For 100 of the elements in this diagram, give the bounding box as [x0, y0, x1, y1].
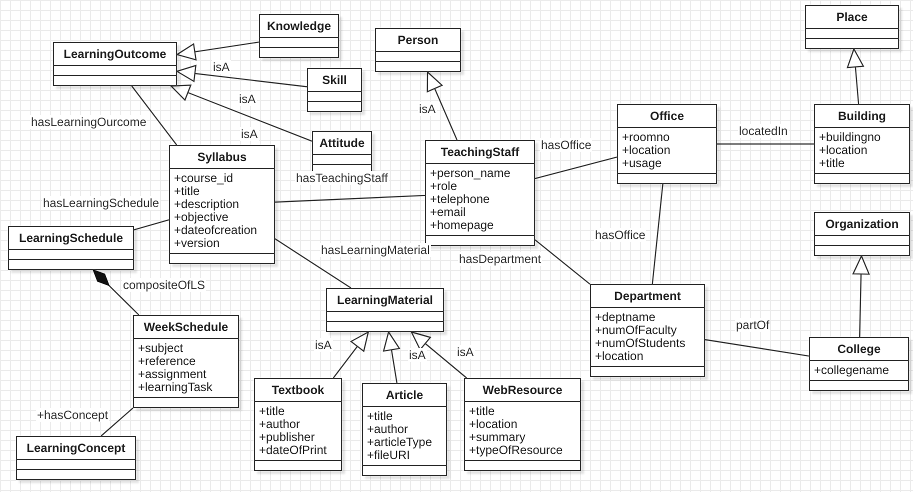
class-box [590, 284, 705, 377]
edge-label: hasOffice [540, 138, 592, 152]
attribute-text: +objective [174, 211, 228, 224]
class-box [805, 5, 899, 49]
attribute-text: +roomno [622, 131, 671, 144]
attribute-text: +author [367, 423, 410, 436]
class-box [809, 337, 909, 391]
class-box [617, 104, 717, 184]
edge-label: partOf [735, 318, 770, 332]
attribute-text: +title [819, 157, 846, 170]
attribute-text: +numOfStudents [595, 337, 686, 350]
attribute-text: +email [430, 206, 466, 219]
association-line [274, 194, 426, 203]
association-line [131, 86, 178, 146]
class-box [254, 378, 342, 471]
class-box [326, 288, 444, 332]
class-name: Attitude [313, 132, 371, 155]
attribute-text: +person_name [430, 167, 512, 180]
edge-label: hasLearningMaterial [320, 243, 431, 257]
class-box [814, 104, 910, 184]
attribute-text: +usage [622, 157, 663, 170]
attribute-text: +version [174, 237, 221, 250]
generalization-arrow [332, 331, 369, 378]
generalization-arrow [846, 48, 864, 104]
class-name: Building [815, 105, 909, 128]
edge-label: isA [418, 102, 437, 116]
class-box [425, 140, 535, 246]
attribute-text: +publisher [259, 431, 316, 444]
attribute-text: +reference [138, 355, 197, 368]
attribute-text: +learningTask [138, 381, 214, 394]
attribute-text: +location [595, 350, 644, 363]
attribute-text: +description [174, 198, 240, 211]
generalization-arrow [176, 64, 308, 88]
edge-label: locatedIn [738, 124, 789, 138]
attribute-text: +course_id [174, 172, 234, 185]
generalization-arrow [383, 331, 400, 384]
attribute-text: +location [622, 144, 672, 157]
generalization-arrow [852, 255, 870, 338]
edge-label: isA [408, 348, 427, 362]
class-name: Organization [815, 213, 909, 236]
class-name: Syllabus [170, 146, 274, 169]
class-name: Place [806, 6, 898, 29]
generalization-arrow [410, 331, 468, 378]
edge-label: +hasConcept [36, 408, 110, 422]
class-name: LearningMaterial [327, 289, 443, 312]
class-name: LearningConcept [17, 437, 135, 460]
association-line [704, 339, 810, 357]
attribute-text: +deptname [595, 311, 656, 324]
attribute-text: +title [259, 405, 286, 418]
class-name: WebResource [465, 379, 580, 402]
attribute-text: +articleType [367, 436, 434, 449]
class-name: Person [376, 29, 460, 52]
class-name: LearningSchedule [9, 227, 133, 250]
attribute-text: +fileURI [367, 449, 410, 462]
class-name: TeachingStaff [426, 141, 534, 164]
class-box [464, 378, 581, 471]
class-box [8, 226, 134, 270]
class-name: LearningOutcome [54, 43, 176, 66]
class-name: Knowledge [260, 15, 338, 38]
edge-label: hasTeachingStaff [295, 171, 389, 185]
class-name: Office [618, 105, 716, 128]
attribute-text: +title [367, 410, 394, 423]
attribute-text: +title [469, 405, 496, 418]
attribute-text: +assignment [138, 368, 208, 381]
class-box [133, 315, 239, 408]
class-name: Article [363, 384, 446, 407]
composition-line [92, 270, 140, 316]
association-line [534, 239, 590, 285]
attribute-text: +typeOfResource [469, 444, 564, 457]
association-line [100, 408, 134, 436]
attribute-text: +telephone [430, 193, 491, 206]
attribute-text: +summary [469, 431, 526, 444]
attribute-text: +dateofcreation [174, 224, 258, 237]
edge-label: isA [240, 127, 259, 141]
attribute-text: +location [819, 144, 868, 157]
attribute-text: +subject [138, 342, 184, 355]
generalization-arrow [426, 71, 458, 140]
class-box [307, 68, 362, 112]
attribute-text: +role [430, 180, 458, 193]
association-line [274, 238, 352, 288]
class-name: Skill [308, 69, 361, 92]
class-box [362, 383, 447, 476]
attribute-text: +buildingno [819, 131, 882, 144]
class-name: Department [591, 285, 704, 308]
edge-label: hasOffice [594, 228, 646, 242]
generalization-arrow [176, 42, 260, 60]
class-box [16, 436, 136, 480]
association-line [134, 219, 170, 230]
edge-label: isA [238, 92, 257, 106]
attribute-text: +numOfFaculty [595, 324, 678, 337]
attribute-text: +collegename [814, 364, 890, 377]
edge-label: isA [314, 338, 333, 352]
attribute-text: +homepage [430, 219, 495, 232]
attribute-text: +location [469, 418, 518, 431]
class-box [814, 212, 910, 256]
class-name: Textbook [255, 379, 341, 402]
edge-label: compositeOfLS [122, 278, 206, 292]
edge-label: isA [456, 345, 475, 359]
class-name: WeekSchedule [134, 316, 238, 339]
association-line [652, 184, 664, 284]
